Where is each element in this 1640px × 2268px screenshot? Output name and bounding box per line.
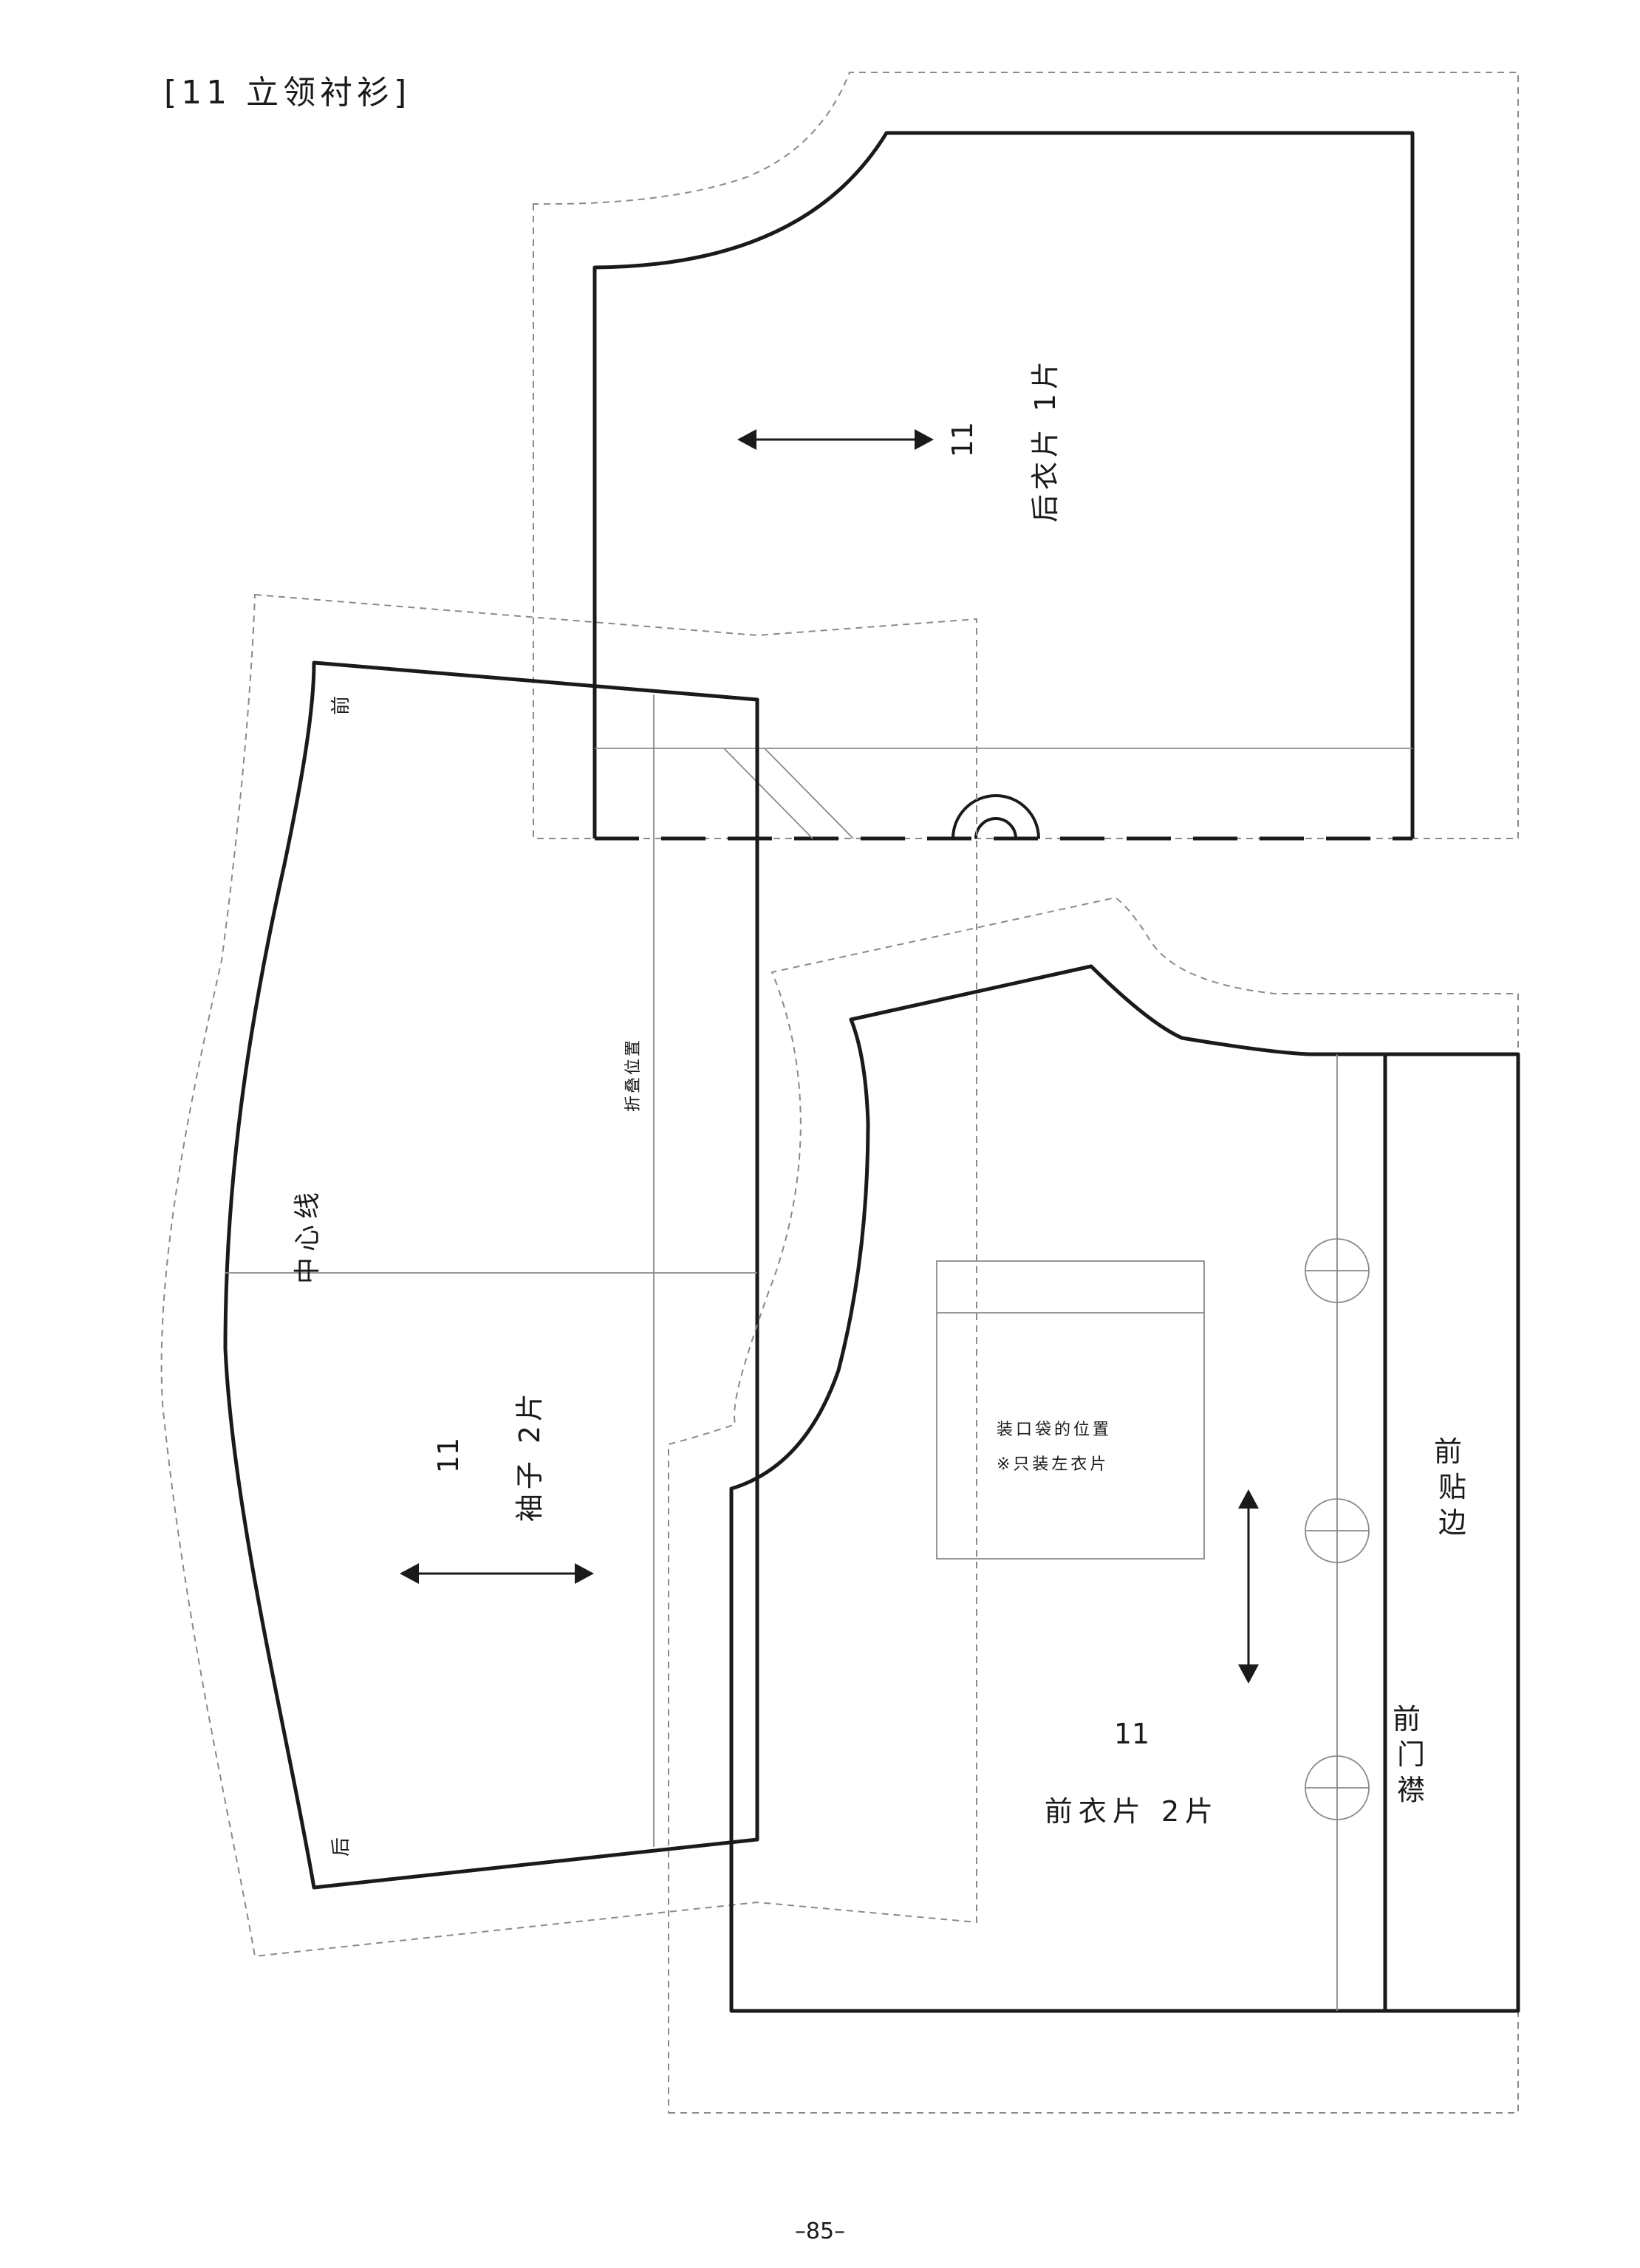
- sleeve-grainline-arrow: [400, 1563, 594, 1584]
- front-facing-label: 前 贴边: [1434, 1435, 1471, 1539]
- front-grainline-arrow: [1238, 1489, 1259, 1684]
- front-facing-label-text-char: 边: [1438, 1506, 1466, 1539]
- front-bodice-piece: 装口袋的位置 ※只装左衣片 11 前衣片 2片 前 贴边 前 门襟: [668, 896, 1520, 2114]
- back-grainline-arrow: [737, 429, 934, 450]
- sleeve-front-mark: 前: [330, 696, 352, 715]
- front-piece-number: 11: [1114, 1718, 1149, 1750]
- back-piece-number: 11: [946, 422, 979, 457]
- sleeve-piece-name: 袖子 2片: [513, 1389, 546, 1522]
- front-placket-label-text: 前: [1393, 1703, 1421, 1735]
- front-placket-label: 前 门襟: [1393, 1703, 1429, 1806]
- front-piece-name: 前衣片 2片: [1045, 1795, 1219, 1828]
- pocket-note: ※只装左衣片: [997, 1455, 1109, 1474]
- sleeve-piece: 前 后 折叠位置 中心线 11 袖子 2片: [160, 593, 977, 1958]
- pocket-placement: [936, 1260, 1205, 1560]
- front-facing-label-text-char: 贴: [1438, 1471, 1466, 1503]
- front-button-mark-3: [1305, 1755, 1370, 1820]
- back-bodice-seam-allowance: [533, 72, 1519, 839]
- front-placket-label-text-char: 襟: [1397, 1774, 1425, 1806]
- back-piece-name: 后衣片 1片: [1029, 357, 1062, 522]
- back-center-notch-outer: [951, 794, 1040, 839]
- sleeve-center-label: 中心线: [293, 1186, 323, 1284]
- back-hem-slant-1: [723, 748, 813, 839]
- back-bodice-piece: 11 后衣片 1片: [533, 72, 1519, 841]
- sleeve-outline: [223, 660, 759, 1890]
- back-bodice-outline: [592, 131, 1415, 838]
- front-button-mark-1: [1305, 1238, 1370, 1303]
- front-facing-label-text: 前: [1434, 1435, 1462, 1468]
- sleeve-seam-allowance: [160, 593, 977, 1958]
- front-button-mark-2: [1305, 1498, 1370, 1563]
- back-center-notch-inner: [974, 817, 1017, 839]
- front-bodice-seam-allowance: [668, 896, 1519, 2114]
- page-title: [11 立领衬衫]: [164, 74, 411, 112]
- pocket-label: 装口袋的位置: [997, 1421, 1112, 1439]
- page-number: –85–: [795, 2219, 845, 2244]
- sleeve-fold-label: 折叠位置: [624, 1038, 643, 1112]
- front-placket-label-text-char: 门: [1397, 1738, 1425, 1771]
- front-bodice-outline: [729, 964, 1520, 2013]
- back-hem-slant-2: [764, 748, 854, 839]
- sleeve-piece-number: 11: [432, 1438, 465, 1473]
- sleeve-back-mark: 后: [330, 1837, 352, 1857]
